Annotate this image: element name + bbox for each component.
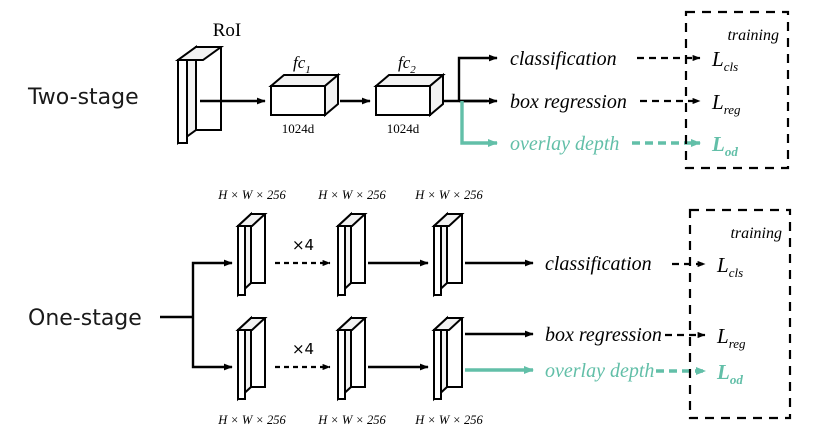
upper-tensor-label-3: H × W × 256 [414, 188, 483, 202]
upper-repeat-label: ×4 [292, 236, 314, 254]
one-stage-training-box [688, 208, 792, 420]
fc2-label: fc2 [398, 53, 416, 76]
two-stage-head-overlay-depth: overlay depth [510, 133, 619, 155]
one-stage-loss-od: Lod [716, 360, 743, 387]
upper-tensor-label-1: H × W × 256 [217, 188, 286, 202]
upper-slab-2 [335, 211, 368, 298]
one-stage-training-label: training [730, 225, 782, 242]
one-stage-head-classification: classification [545, 253, 652, 275]
fc1-label: fc1 [293, 53, 311, 76]
two-stage-loss-od: Lod [711, 132, 738, 159]
lower-repeat-label: ×4 [292, 340, 314, 358]
lower-tensor-label-3: H × W × 256 [414, 413, 483, 427]
upper-slab-1 [235, 211, 268, 298]
fc1-dim-label: 1024d [282, 121, 315, 136]
one-stage-loss-reg: Lreg [716, 324, 746, 351]
fc1-block [268, 72, 341, 118]
roi-feature-slab [174, 45, 225, 145]
two-stage-loss-cls: Lcls [711, 47, 738, 74]
one-stage-head-box-regression: box regression [545, 324, 662, 346]
lower-slab-2 [335, 315, 368, 402]
arrow-to-classification [457, 54, 498, 101]
two-stage-head-classification: classification [510, 48, 617, 70]
two-stage-training-label: training [727, 27, 779, 44]
fork-lower-branch [191, 317, 233, 371]
lower-tensor-label-1: H × W × 256 [217, 413, 286, 427]
one-stage-loss-cls: Lcls [716, 253, 743, 280]
lower-slab-3 [431, 315, 465, 402]
lower-tensor-label-2: H × W × 256 [317, 413, 386, 427]
two-stage-label: Two-stage [27, 85, 139, 110]
two-stage-loss-reg: Lreg [711, 90, 741, 117]
one-stage-head-overlay-depth: overlay depth [545, 360, 654, 382]
one-stage-label: One-stage [28, 306, 142, 331]
arrow-to-overlay-depth [460, 101, 498, 147]
two-stage-training-box [684, 10, 790, 170]
upper-tensor-label-2: H × W × 256 [317, 188, 386, 202]
upper-slab-3 [431, 211, 465, 298]
one-stage-section: One-stage H × W × 256 ×4 H × W × 256 [28, 188, 792, 427]
fc2-block [373, 72, 446, 118]
lower-slab-1 [235, 315, 268, 402]
roi-label: RoI [213, 20, 242, 41]
two-stage-head-box-regression: box regression [510, 91, 627, 113]
two-stage-section: Two-stage RoI fc1 1024d fc2 1024d [27, 10, 790, 170]
fc2-dim-label: 1024d [387, 121, 420, 136]
fork-upper-branch [191, 259, 233, 317]
